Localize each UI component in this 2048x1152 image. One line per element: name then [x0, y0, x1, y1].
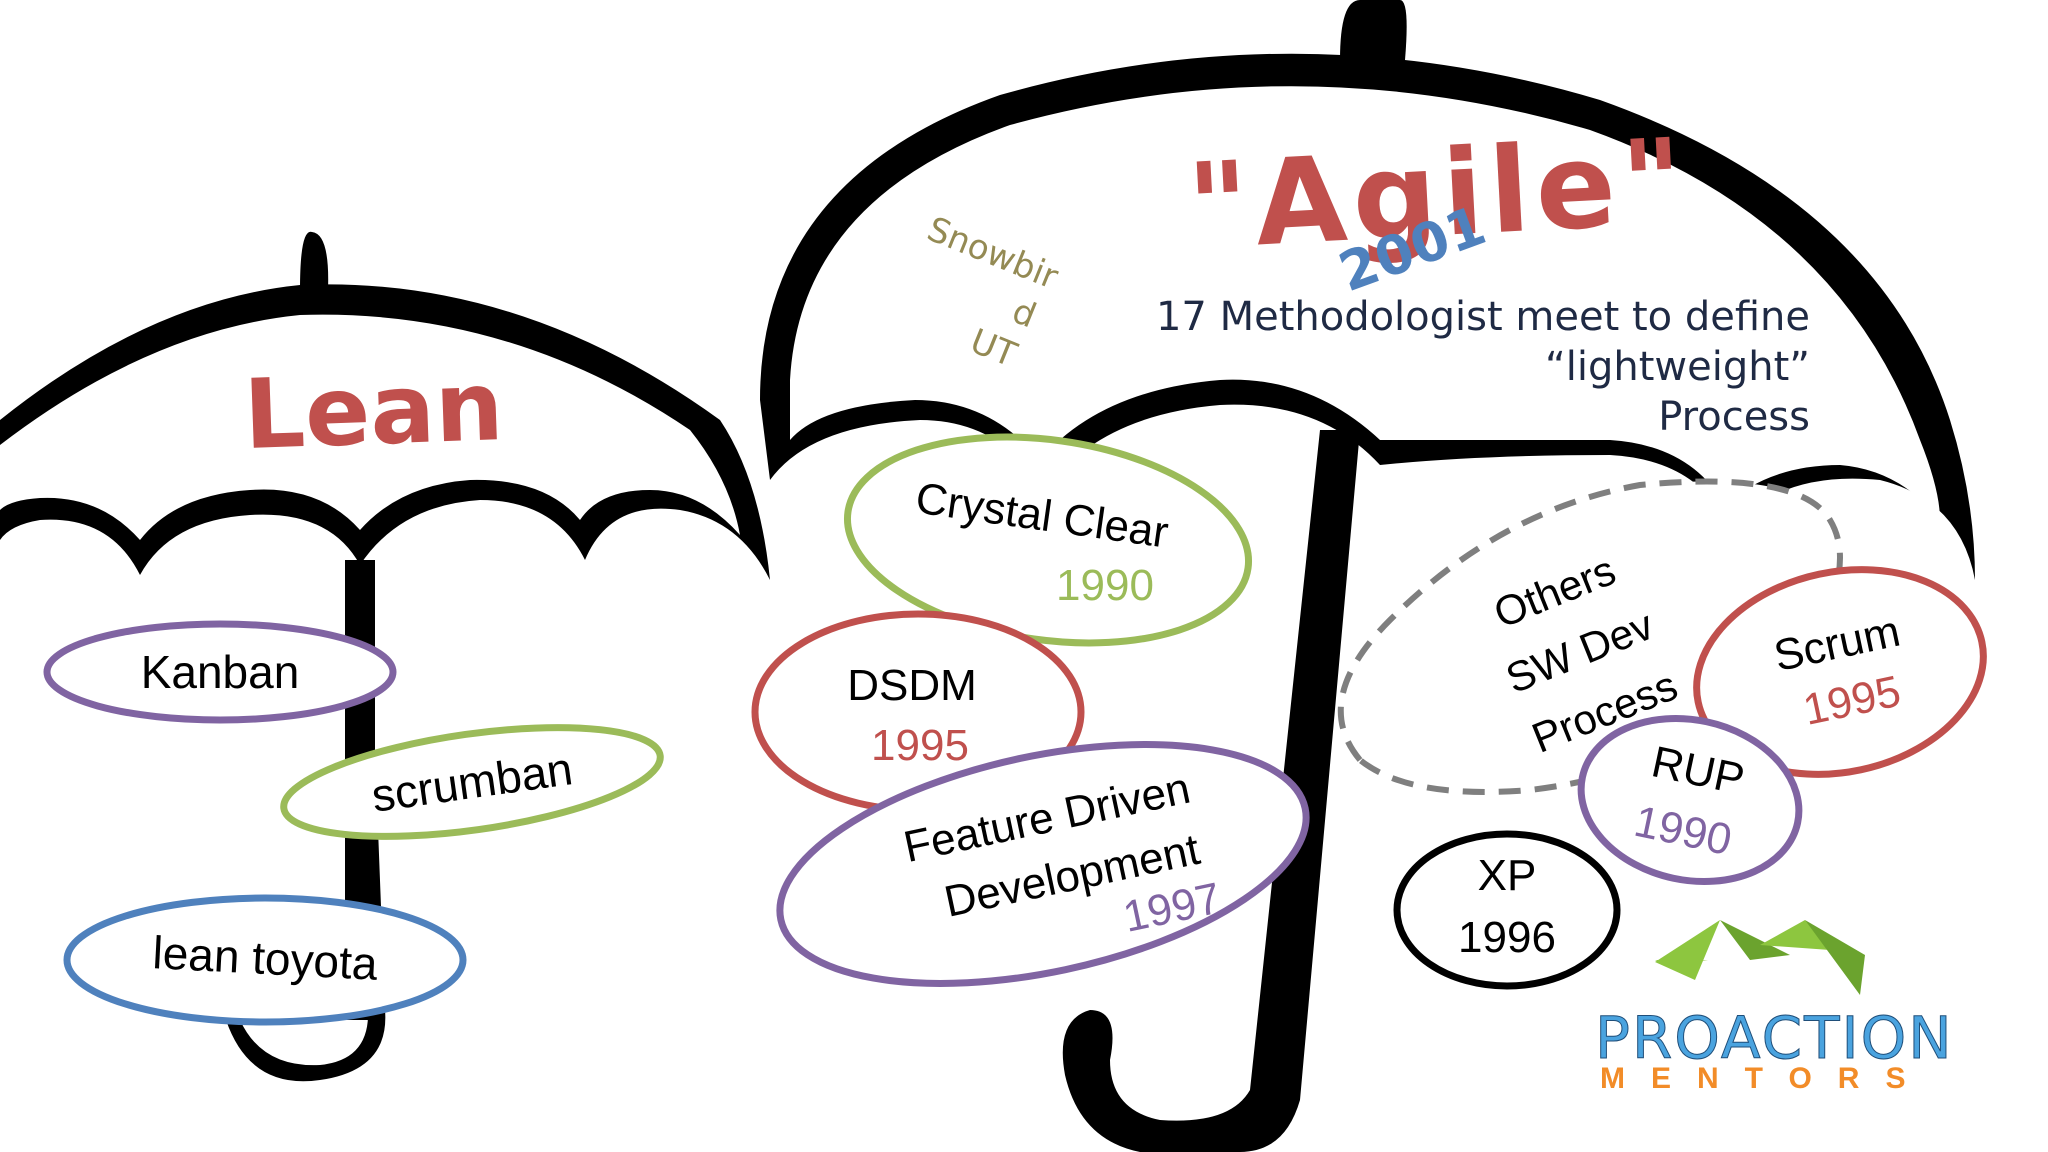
dsdm-year: 1995	[871, 721, 969, 770]
fdd-ellipse	[776, 741, 1310, 987]
lean-item-kanban: Kanban	[43, 620, 397, 724]
dsdm-label: DSDM	[847, 661, 977, 710]
logo-triangle-5	[1805, 920, 1865, 995]
lean-item-scrumban: scrumban	[280, 724, 664, 840]
lean-toyota-ellipse	[63, 894, 467, 1026]
xp-year: 1996	[1458, 913, 1556, 962]
method-crystal-clear: Crystal Clear 1990	[843, 433, 1253, 647]
logo-triangle-3	[1720, 920, 1790, 960]
agile-desc-line-3: Process	[1658, 394, 1810, 440]
method-scrum: Scrum 1995	[1693, 566, 1987, 778]
rup-ellipse	[1577, 714, 1803, 886]
method-fdd: Feature Driven Development 1997	[776, 741, 1310, 987]
agile-umbrella-canopy-inner	[790, 86, 1940, 520]
logo-triangle-4	[1760, 920, 1830, 950]
lean-toyota-label: lean toyota	[151, 926, 379, 990]
logo-triangle-2	[1655, 920, 1720, 980]
agile-desc-line-1: 17 Methodologist meet to define	[1156, 294, 1810, 340]
lean-item-lean-toyota: lean toyota	[63, 894, 467, 1026]
agile-umbrella-shaft	[1062, 430, 1360, 1152]
lean-umbrella-canopy-inner	[0, 314, 740, 540]
lean-title: Lean	[242, 350, 505, 471]
method-xp: XP 1996	[1393, 830, 1621, 990]
agile-umbrella-tip	[1340, 0, 1407, 60]
logo-line-1: PROACTION	[1595, 1004, 1954, 1072]
crystal-clear-ellipse	[843, 433, 1253, 647]
crystal-clear-year: 1990	[1056, 561, 1154, 610]
kanban-label: Kanban	[141, 646, 300, 698]
scrum-ellipse	[1693, 566, 1987, 778]
kanban-ellipse	[43, 620, 397, 724]
xp-ellipse	[1393, 830, 1621, 990]
xp-label: XP	[1478, 851, 1537, 900]
lean-umbrella	[0, 231, 770, 1082]
agile-desc-line-2: “lightweight”	[1545, 344, 1810, 390]
method-rup: RUP 1990	[1577, 714, 1803, 886]
logo-line-2: MENTORS	[1600, 1062, 1931, 1095]
agile-title: "Agile"	[1184, 112, 1692, 276]
proaction-mentors-logo: PROACTION MENTORS	[1595, 920, 1954, 1095]
lean-umbrella-tip	[300, 231, 329, 290]
scrumban-ellipse	[280, 724, 664, 840]
